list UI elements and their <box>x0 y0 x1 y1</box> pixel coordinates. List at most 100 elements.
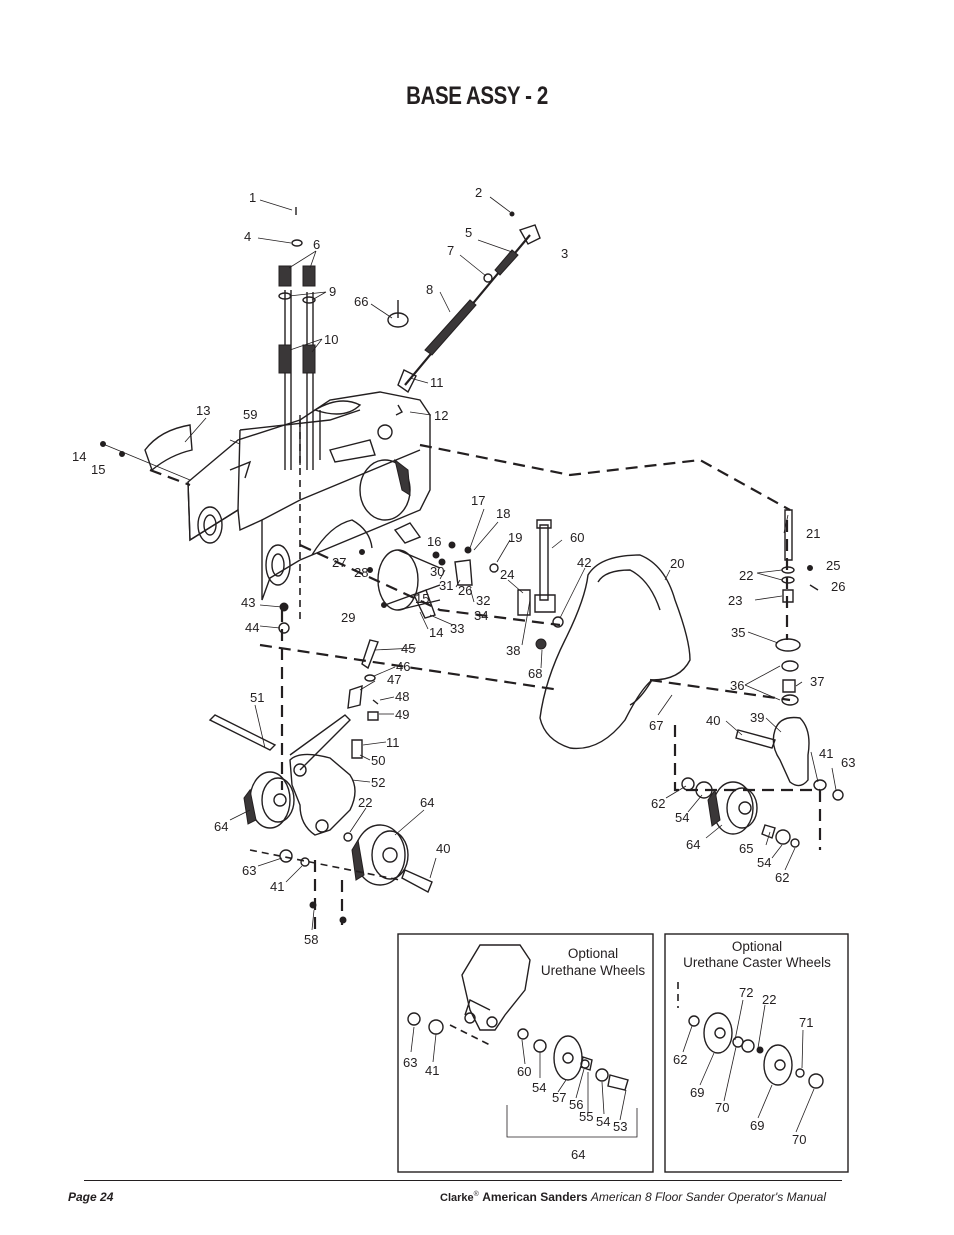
callout-38: 38 <box>506 643 520 658</box>
optional-urethane-caster-wheels-box: Optional Urethane Caster Wheels <box>664 933 849 1173</box>
callout-2: 2 <box>475 185 482 200</box>
callout-54-right: 54 <box>675 810 689 825</box>
callout-41-right: 41 <box>819 746 833 761</box>
box2-callout-22: 22 <box>762 992 776 1007</box>
linkage-parts <box>278 519 564 650</box>
callout-59: 59 <box>243 407 257 422</box>
optional-urethane-wheels-box: Optional Urethane Wheels <box>397 933 654 1173</box>
callout-labels: 1 2 3 4 5 6 7 8 9 10 66 11 12 13 59 14 1… <box>72 185 855 1162</box>
callout-27: 27 <box>332 555 346 570</box>
box2-callout-69-lower: 69 <box>750 1118 764 1133</box>
callout-47: 47 <box>387 672 401 687</box>
callout-3: 3 <box>561 246 568 261</box>
callout-51: 51 <box>250 690 264 705</box>
side-cover <box>100 424 193 481</box>
box2-title-line2: Urethane Caster Wheels <box>683 955 831 970</box>
callout-18: 18 <box>496 506 510 521</box>
callout-11-top: 11 <box>430 375 444 390</box>
callout-7: 7 <box>447 243 454 258</box>
footer-manual-credit: Clarke® American Sanders American 8 Floo… <box>440 1190 826 1204</box>
callout-66: 66 <box>354 294 368 309</box>
box1-callout-64: 64 <box>571 1147 585 1162</box>
callout-39: 39 <box>750 710 764 725</box>
callout-52: 52 <box>371 775 385 790</box>
box1-callout-56: 56 <box>569 1097 583 1112</box>
callout-29: 29 <box>341 610 355 625</box>
callout-44: 44 <box>245 620 259 635</box>
callout-65: 65 <box>739 841 753 856</box>
callout-19: 19 <box>508 530 522 545</box>
spring-rods <box>278 207 316 470</box>
adjust-screw <box>387 211 541 416</box>
callout-11-lower: 11 <box>386 735 400 750</box>
box2-callout-70-lower: 70 <box>792 1132 806 1147</box>
callout-58: 58 <box>304 932 318 947</box>
callout-41-left: 41 <box>270 879 284 894</box>
callout-21: 21 <box>806 526 820 541</box>
callout-23: 23 <box>728 593 742 608</box>
callout-10: 10 <box>324 332 338 347</box>
box1-callout-63: 63 <box>403 1055 417 1070</box>
box1-callout-60: 60 <box>517 1064 531 1079</box>
callout-43: 43 <box>241 595 255 610</box>
callout-8: 8 <box>426 282 433 297</box>
callout-36: 36 <box>730 678 744 693</box>
callout-20: 20 <box>670 556 684 571</box>
box1-callout-55: 55 <box>579 1109 593 1124</box>
box2-callout-70: 70 <box>715 1100 729 1115</box>
callout-1: 1 <box>249 190 256 205</box>
box1-callout-53: 53 <box>613 1119 627 1134</box>
callout-25: 25 <box>826 558 840 573</box>
callout-40-right: 40 <box>706 713 720 728</box>
callout-37: 37 <box>810 674 824 689</box>
box1-callout-54: 54 <box>532 1080 546 1095</box>
callout-33: 33 <box>450 621 464 636</box>
callout-62-right: 62 <box>651 796 665 811</box>
callout-15-left: 15 <box>91 462 105 477</box>
callout-26-right: 26 <box>831 579 845 594</box>
callout-62-right-lower: 62 <box>775 870 789 885</box>
callout-67: 67 <box>649 718 663 733</box>
base-frame <box>187 391 431 601</box>
box1-title-line2: Urethane Wheels <box>541 963 646 978</box>
box1-callout-54-lower: 54 <box>596 1114 610 1129</box>
caster-wheel <box>681 777 800 848</box>
callout-13: 13 <box>196 403 210 418</box>
callout-16: 16 <box>427 534 441 549</box>
callout-64-left: 64 <box>214 819 228 834</box>
callout-4: 4 <box>244 229 251 244</box>
callout-48: 48 <box>395 689 409 704</box>
caster-assy <box>735 509 844 801</box>
box2-callout-62: 62 <box>673 1052 687 1067</box>
callout-12: 12 <box>434 408 448 423</box>
box1-callout-57: 57 <box>552 1090 566 1105</box>
callout-28: 28 <box>354 565 368 580</box>
callout-14-left: 14 <box>72 449 86 464</box>
callout-22-left: 22 <box>358 795 372 810</box>
callout-17: 17 <box>471 493 485 508</box>
callout-63-right: 63 <box>841 755 855 770</box>
box1-callout-41: 41 <box>425 1063 439 1078</box>
brand-clarke: Clarke <box>440 1192 474 1204</box>
box2-callout-72: 72 <box>739 985 753 1000</box>
callout-50: 50 <box>371 753 385 768</box>
manual-title: American 8 Floor Sander Operator's Manua… <box>590 1190 826 1204</box>
callout-9: 9 <box>329 284 336 299</box>
footer-rule <box>84 1180 842 1181</box>
callout-42: 42 <box>577 555 591 570</box>
callout-35: 35 <box>731 625 745 640</box>
callout-5: 5 <box>465 225 472 240</box>
assembly-lines <box>149 420 822 930</box>
callout-34: 34 <box>474 608 488 623</box>
callout-6: 6 <box>313 237 320 252</box>
callout-68: 68 <box>528 666 542 681</box>
callout-64-center: 64 <box>420 795 434 810</box>
callout-26-center: 26 <box>458 583 472 598</box>
callout-31: 31 <box>439 578 453 593</box>
box2-callout-69: 69 <box>690 1085 704 1100</box>
callout-49: 49 <box>395 707 409 722</box>
callout-14-center: 14 <box>429 625 443 640</box>
callout-22-right: 22 <box>739 568 753 583</box>
callout-64-right: 64 <box>686 837 700 852</box>
page-number: Page 24 <box>68 1190 114 1204</box>
